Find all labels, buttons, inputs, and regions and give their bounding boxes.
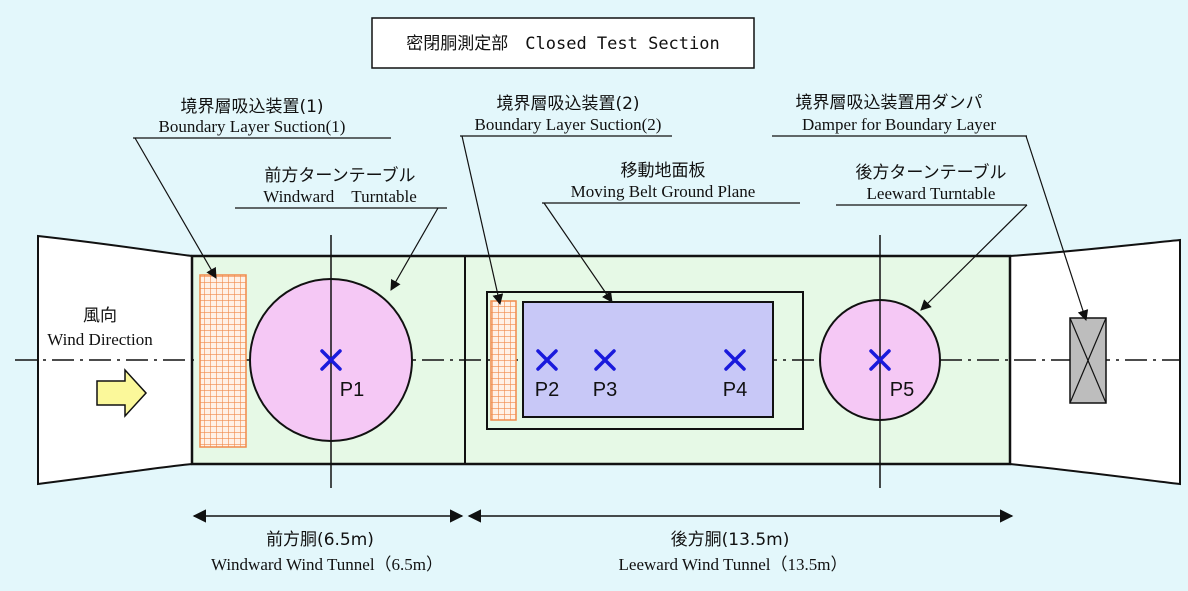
front-tt-en: Windward Turntable bbox=[263, 187, 417, 206]
point-markers bbox=[320, 349, 891, 371]
front-tt-leader bbox=[390, 207, 439, 291]
belt-jp: 移動地面板 bbox=[621, 161, 706, 181]
marker-p1 bbox=[320, 349, 342, 371]
point-label-p2: P2 bbox=[535, 379, 559, 401]
rear-tt-en: Leeward Turntable bbox=[867, 184, 996, 203]
leeward-length-jp: 後方胴(13.5m) bbox=[671, 530, 790, 550]
marker-p3 bbox=[594, 349, 616, 371]
damper bbox=[1069, 317, 1107, 404]
windward-length-jp: 前方胴(6.5m) bbox=[266, 530, 374, 550]
damper-leader bbox=[1025, 135, 1089, 322]
belt-leader bbox=[543, 202, 613, 303]
suction-grid-1 bbox=[199, 274, 247, 448]
marker-p5 bbox=[869, 349, 891, 371]
point-label-p5: P5 bbox=[890, 379, 914, 401]
point-label-p4: P4 bbox=[723, 379, 747, 401]
bls2-leader bbox=[461, 135, 504, 306]
marker-p2 bbox=[536, 349, 558, 371]
marker-p4 bbox=[724, 349, 746, 371]
belt-frame bbox=[486, 291, 804, 430]
belt-en: Moving Belt Ground Plane bbox=[571, 182, 756, 201]
suction-grid-2 bbox=[490, 300, 517, 421]
bls1-leader bbox=[134, 137, 217, 279]
bls1-jp: 境界層吸込装置(1) bbox=[180, 97, 323, 117]
leeward-length-en: Leeward Wind Tunnel（13.5m） bbox=[619, 555, 848, 574]
wind-direction-en: Wind Direction bbox=[47, 330, 153, 349]
windward-length-en: Windward Wind Tunnel（6.5m） bbox=[211, 555, 443, 574]
wind-direction-jp: 風向 bbox=[83, 306, 117, 326]
rear-tt-jp: 後方ターンテーブル bbox=[855, 162, 1006, 183]
rear-tt-leader bbox=[920, 204, 1028, 311]
title-box: 密閉胴測定部 Closed Test Section bbox=[371, 17, 755, 69]
bls1-en: Boundary Layer Suction(1) bbox=[159, 117, 346, 136]
wind-arrow-icon bbox=[96, 368, 148, 418]
bls2-en: Boundary Layer Suction(2) bbox=[475, 115, 662, 134]
damper-en: Damper for Boundary Layer bbox=[802, 115, 996, 134]
point-label-p1: P1 bbox=[340, 379, 364, 401]
front-tt-jp: 前方ターンテーブル bbox=[264, 165, 415, 186]
bls2-jp: 境界層吸込装置(2) bbox=[496, 94, 639, 114]
title-text: 密閉胴測定部 Closed Test Section bbox=[406, 34, 719, 54]
point-label-p3: P3 bbox=[593, 379, 617, 401]
damper-jp: 境界層吸込装置用ダンパ bbox=[796, 93, 983, 113]
moving-belt bbox=[522, 301, 774, 418]
